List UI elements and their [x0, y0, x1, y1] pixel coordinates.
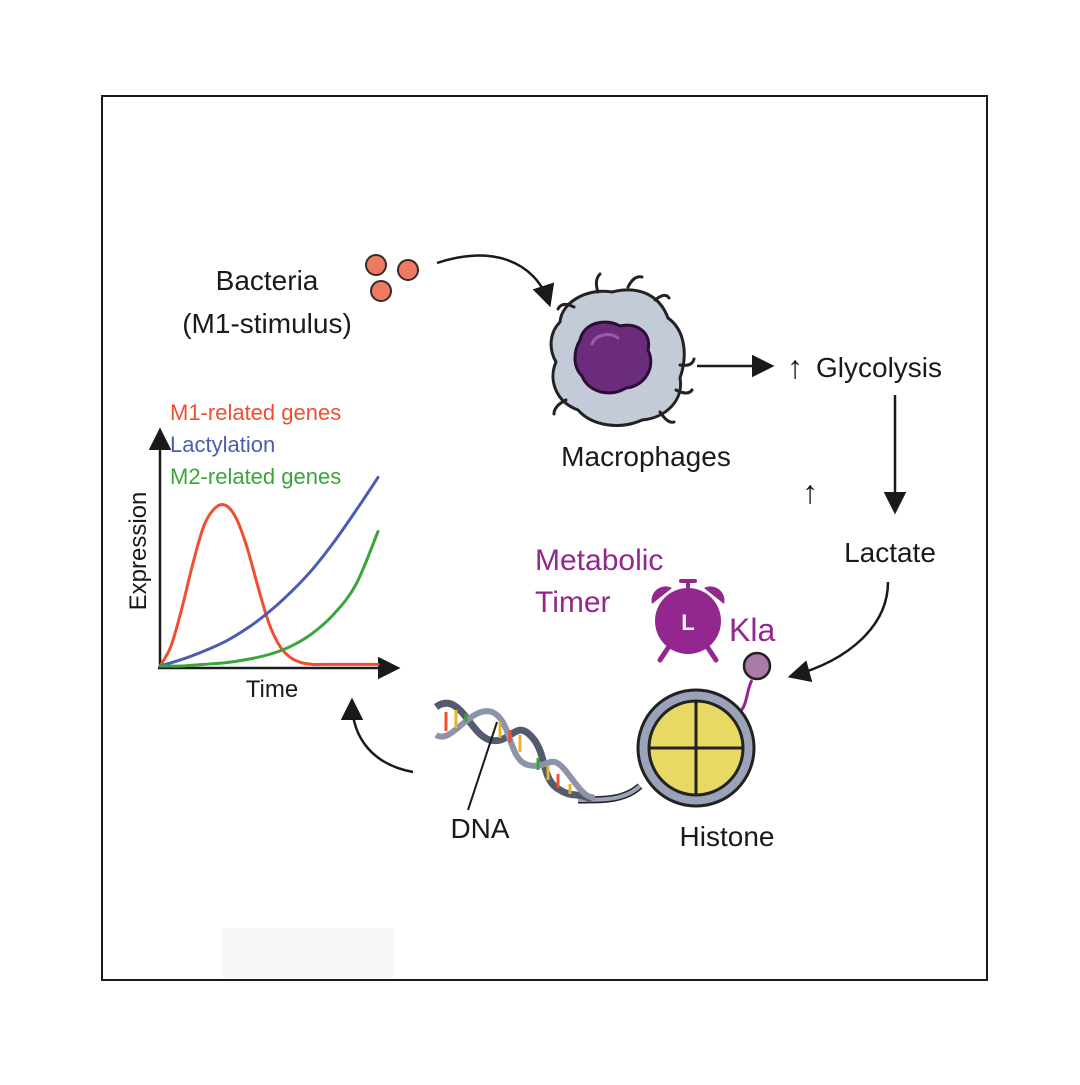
kla-modification [742, 651, 772, 681]
bacterium [365, 254, 387, 276]
pseudopod [552, 398, 568, 416]
pseudopod [658, 410, 676, 424]
bacteria-sublabel: (M1-stimulus) [182, 308, 352, 339]
metabolic-timer-label-line1: Metabolic [535, 544, 663, 577]
arrow-lactate-to-histone [787, 581, 890, 683]
chart-x-label: Time [246, 676, 298, 703]
macrophage-nucleus [573, 320, 653, 395]
pseudopod [556, 302, 576, 311]
nucleus-highlight [590, 333, 620, 346]
pseudopod [653, 293, 671, 302]
dna-label: DNA [450, 813, 509, 844]
increase-arrow: ↑ [802, 474, 818, 510]
bacterium [397, 259, 419, 281]
glycolysis-up-arrow: ↑ [787, 349, 803, 385]
arrow-bacteria-to-macrophage [436, 254, 555, 308]
pseudopod [674, 388, 694, 395]
dna-strand [433, 699, 594, 804]
macrophage-cell [549, 272, 696, 427]
frame-border [101, 95, 988, 981]
pseudopod [626, 275, 644, 289]
dna-base-pairs [444, 710, 572, 794]
series-line-lactylation [158, 475, 380, 668]
pseudopod [594, 272, 602, 294]
faint-patch [222, 928, 394, 978]
bacteria-label: Bacteria [216, 265, 319, 296]
dna-helix [433, 699, 643, 804]
series-line-m1-related-genes [158, 503, 380, 668]
glycolysis-label: Glycolysis [816, 352, 942, 383]
lactate-label: Lactate [844, 537, 936, 568]
metabolic-timer-label-line2: Timer [535, 586, 611, 619]
clock-letter: L [681, 610, 694, 635]
dna-strand [434, 708, 596, 801]
pseudopod [678, 357, 696, 367]
legend-entry-m1-related-genes: M1-related genes [170, 400, 341, 425]
arrow-dna-to-expression [340, 697, 414, 774]
kla-label: Kla [729, 612, 775, 648]
alarm-clock-icon [651, 579, 725, 663]
legend-entry-lactylation: Lactylation [170, 432, 275, 457]
histone-label: Histone [680, 821, 775, 852]
macrophages-label: Macrophages [561, 441, 731, 472]
bacterium [370, 280, 392, 302]
dna-pointer-line [467, 721, 498, 811]
series-line-m2-related-genes [158, 530, 380, 668]
bacteria-cluster [365, 254, 419, 302]
chart-y-label: Expression [125, 492, 152, 611]
chart-series-group [158, 475, 380, 668]
legend-entry-m2-related-genes: M2-related genes [170, 464, 341, 489]
histone-nucleosome [636, 651, 772, 808]
